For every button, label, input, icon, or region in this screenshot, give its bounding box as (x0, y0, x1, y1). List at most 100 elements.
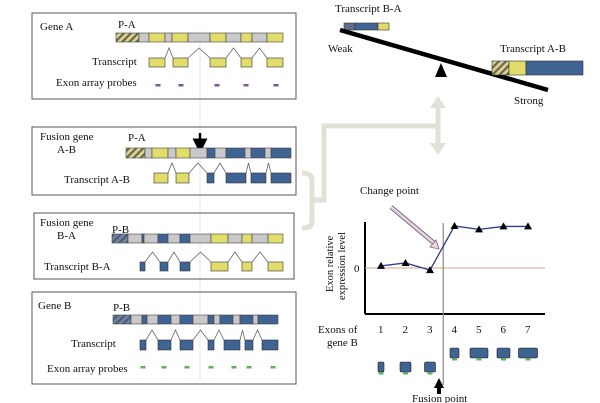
intron-segment (127, 233, 143, 244)
promoter-segment (111, 233, 129, 244)
transcript-exon (157, 339, 172, 351)
exon-segment (209, 32, 227, 43)
gene-a-transcript (148, 46, 284, 68)
intron-segment (167, 233, 181, 244)
splice-junction (239, 329, 246, 341)
splice-junction (188, 162, 208, 174)
exon-segment (210, 233, 229, 244)
splice-junction (213, 162, 227, 174)
exon-segment (148, 32, 166, 43)
y-axis-label-2: expression level (337, 232, 348, 300)
exon-segment (175, 147, 191, 159)
data-point (524, 222, 532, 230)
transcript-ab-seesaw-label: Transcript A-B (500, 43, 566, 55)
seesaw: Transcript B-A Weak Transcript A-B Stron… (328, 3, 584, 107)
fusion-ab-title-2: A-B (57, 144, 76, 156)
exon-segment (266, 32, 284, 43)
transcript-exon (225, 172, 247, 184)
gene-b-transcript (139, 329, 279, 351)
promoter-segment (112, 314, 132, 325)
intron-segment (251, 32, 268, 43)
exon-segment (157, 314, 172, 325)
splice-junction (144, 251, 161, 263)
splice-junction (145, 329, 159, 341)
gene-b-title: Gene B (38, 300, 71, 312)
gene-a-probes (155, 84, 279, 87)
gene-a-bar (115, 32, 284, 43)
data-point (475, 225, 483, 233)
probe-mark (246, 366, 252, 369)
panel-fusion-ba: Fusion gene B-A P-B Transcript B-A (33, 212, 295, 280)
intron-segment (170, 314, 181, 325)
probe-mark (243, 84, 249, 87)
probe-mark (214, 84, 220, 87)
splice-junction (187, 47, 211, 59)
exon-segment (257, 314, 279, 325)
transcript-exon (175, 172, 190, 184)
intron-segment (143, 233, 159, 244)
probe-mark (476, 358, 482, 361)
transcript-exon (261, 339, 279, 351)
transcript-exon (209, 57, 227, 68)
probes-label: Exon array probes (56, 77, 137, 89)
splice-junction (167, 251, 181, 263)
probe-mark (184, 366, 190, 369)
panel-border (33, 212, 295, 280)
probe-mark (378, 372, 384, 375)
splice-junction (251, 251, 269, 263)
transcript-ba-label: Transcript B-A (44, 261, 111, 273)
intron-segment (251, 233, 269, 244)
transcript-exon (206, 172, 215, 184)
probe-mark (208, 366, 214, 369)
intron-segment (244, 147, 252, 159)
panel-border (31, 291, 297, 385)
transcript-exon (267, 261, 284, 272)
transcript-exon (179, 339, 194, 351)
transcript-exon (148, 57, 166, 68)
probe-mark (501, 358, 506, 361)
transcript-ab-block (491, 60, 584, 76)
data-point (450, 222, 459, 229)
transcript-exon (244, 339, 254, 351)
exon-segment (179, 233, 191, 244)
exon-block (424, 361, 436, 373)
exon-segment (267, 233, 284, 244)
x-tick-label: 4 (452, 324, 458, 336)
transcript-exon (266, 57, 284, 68)
exon-segment (270, 147, 292, 159)
y-axis-label-1: Exon relative (325, 235, 336, 292)
intron-segment (146, 314, 159, 325)
gene-a-title: Gene A (40, 21, 73, 33)
intron-segment (187, 32, 211, 43)
intron-segment (189, 147, 208, 159)
intron-segment (144, 147, 153, 159)
x-axis-label-2: gene B (327, 337, 358, 349)
change-point-label: Change point (360, 185, 419, 197)
fusion-ba-bar (111, 233, 284, 244)
transcript-exon (172, 57, 189, 68)
exon-block (399, 361, 412, 373)
probe-mark (178, 84, 184, 87)
exon-segment (239, 314, 254, 325)
promoter-segment (125, 147, 146, 159)
fusion-ba-title-2: B-A (57, 230, 76, 242)
exon-segment (157, 233, 169, 244)
promoter-segment (115, 32, 140, 43)
promoter-label: P-B (112, 224, 129, 236)
probe-mark (452, 358, 457, 361)
transcript-exon (241, 261, 253, 272)
data-point (499, 222, 508, 230)
intron-segment (192, 314, 209, 325)
x-axis-label-1: Exons of (318, 324, 358, 336)
splice-junction (192, 329, 209, 341)
splice-junction (164, 46, 174, 59)
probe-mark (525, 358, 531, 361)
intron-segment (252, 314, 259, 325)
promoter-label: P-A (128, 132, 146, 144)
transcript-exon (210, 261, 229, 272)
seesaw-fulcrum (435, 63, 447, 77)
splice-junction (265, 162, 272, 174)
panel-fusion-ab: Fusion gene A-B P-A Transcript A-B (31, 126, 297, 196)
exon-block (469, 347, 489, 359)
